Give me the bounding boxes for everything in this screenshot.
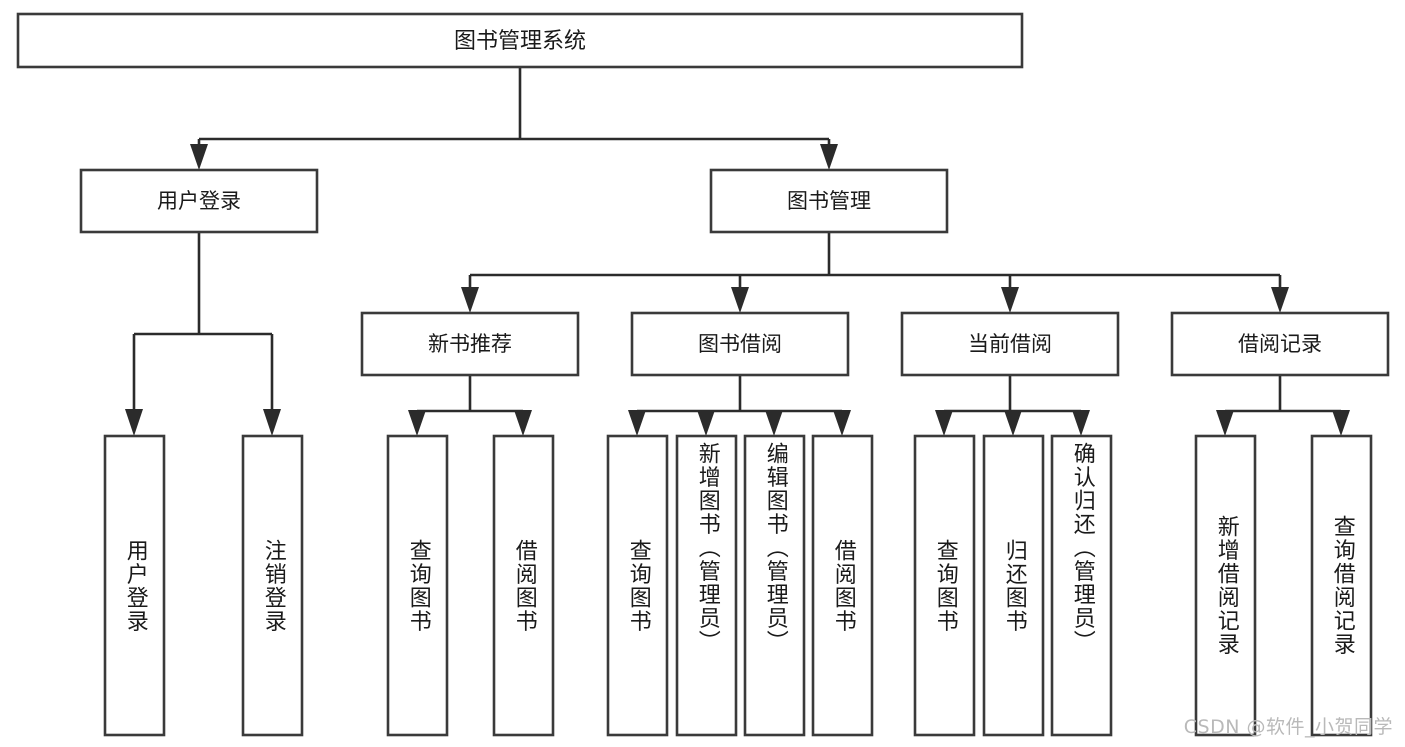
node-new-book-recommend[interactable]: 新书推荐 xyxy=(360,311,580,377)
leaf-box-add-book-admin[interactable] xyxy=(675,434,738,737)
node-root-system-box[interactable] xyxy=(16,12,1024,69)
node-borrow-record-label: 借阅记录 xyxy=(1238,332,1322,356)
node-current-borrow-box[interactable] xyxy=(900,311,1120,377)
arrowhead-bookborrow-leaf-3 xyxy=(765,410,783,436)
node-book-manage-label: 图书管理 xyxy=(787,189,871,213)
leaf-box-logout[interactable] xyxy=(241,434,304,737)
arrowhead-currentborrow-leaf-1 xyxy=(935,410,953,436)
leaf-box-borrow-book-1[interactable] xyxy=(492,434,555,737)
leaf-box-return-book[interactable] xyxy=(982,434,1045,737)
arrowhead-newbook-leaf-2 xyxy=(514,410,532,436)
arrowhead-borrowrecord-leaf-2 xyxy=(1332,410,1350,436)
node-book-borrow-label: 图书借阅 xyxy=(698,332,782,356)
node-book-borrow[interactable]: 图书借阅 xyxy=(630,311,850,377)
arrowhead-currentborrow-leaf-3 xyxy=(1072,410,1090,436)
arrowhead-bookborrow-leaf-1 xyxy=(628,410,646,436)
node-new-book-recommend-label: 新书推荐 xyxy=(428,332,512,356)
node-current-borrow[interactable]: 当前借阅 xyxy=(900,311,1120,377)
node-borrow-record-box[interactable] xyxy=(1170,311,1390,377)
node-current-borrow-label: 当前借阅 xyxy=(968,332,1052,356)
leaf-box-query-borrow-record[interactable] xyxy=(1310,434,1373,737)
node-user-login[interactable]: 用户登录 xyxy=(79,168,319,234)
node-book-manage[interactable]: 图书管理 xyxy=(709,168,949,234)
arrowhead-bookborrow-leaf-4 xyxy=(833,410,851,436)
csdn-watermark: CSDN @软件_小贺同学 xyxy=(1183,716,1393,738)
node-book-manage-box[interactable] xyxy=(709,168,949,234)
arrowhead-book-manage xyxy=(820,144,838,170)
node-book-borrow-box[interactable] xyxy=(630,311,850,377)
leaf-box-query-book-1[interactable] xyxy=(386,434,449,737)
node-user-login-box[interactable] xyxy=(79,168,319,234)
node-new-book-recommend-box[interactable] xyxy=(360,311,580,377)
arrowhead-bookborrow-leaf-2 xyxy=(697,410,715,436)
arrowhead-current-borrow xyxy=(1001,287,1019,313)
leaf-box-confirm-return-admin[interactable] xyxy=(1050,434,1113,737)
node-root-system[interactable]: 图书管理系统 xyxy=(16,12,1024,69)
arrowhead-leaf-logout xyxy=(263,409,281,436)
leaf-box-query-book-3[interactable] xyxy=(913,434,976,737)
arrowhead-user-login xyxy=(190,144,208,170)
arrowhead-book-borrow xyxy=(731,287,749,313)
arrowhead-borrowrecord-leaf-1 xyxy=(1216,410,1234,436)
leaf-box-borrow-book-2[interactable] xyxy=(811,434,874,737)
leaf-box-add-borrow-record[interactable] xyxy=(1194,434,1257,737)
arrowhead-newbook-leaf-1 xyxy=(408,410,426,436)
leaf-box-user-login[interactable] xyxy=(103,434,166,737)
arrowhead-currentborrow-leaf-2 xyxy=(1004,410,1022,436)
node-user-login-label: 用户登录 xyxy=(157,189,241,213)
arrowhead-new-book-recommend xyxy=(461,287,479,313)
connector-group xyxy=(125,67,1350,436)
arrowhead-leaf-user-login xyxy=(125,409,143,436)
arrowhead-borrow-record xyxy=(1271,287,1289,313)
node-borrow-record[interactable]: 借阅记录 xyxy=(1170,311,1390,377)
leaf-box-query-book-2[interactable] xyxy=(606,434,669,737)
leaf-box-edit-book-admin[interactable] xyxy=(743,434,806,737)
node-root-system-label: 图书管理系统 xyxy=(454,29,586,54)
